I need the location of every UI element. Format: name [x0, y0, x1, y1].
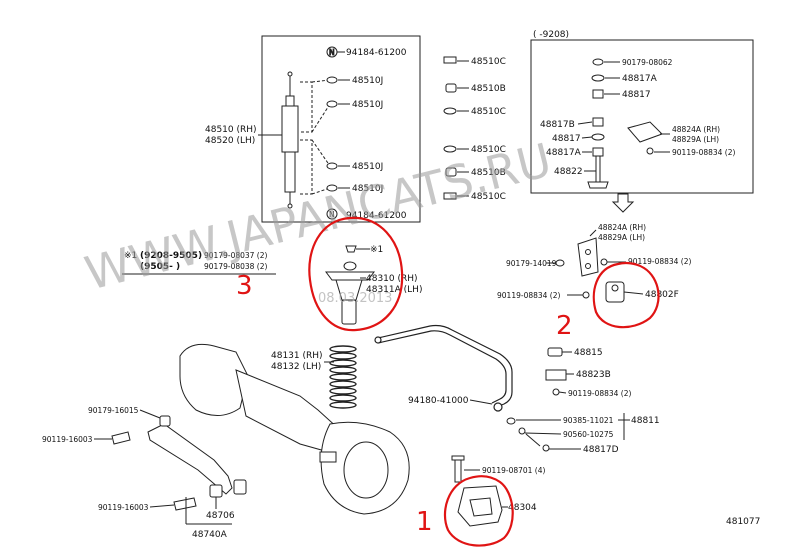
diagram-number: 481077: [726, 517, 760, 527]
label-90385-11021: 90385-11021: [563, 416, 614, 425]
label-48510b-2: 48510B: [471, 168, 506, 178]
label-48510c-2: 48510C: [471, 107, 506, 117]
label-48706: 48706: [206, 511, 235, 521]
label-48815: 48815: [574, 348, 603, 358]
label-48817b: 48817B: [540, 120, 575, 130]
bracket-drawing: [506, 237, 625, 452]
link-labels: 90179-08062 48817A 48817 48817B 48824A (…: [540, 58, 736, 177]
label-48829a-lh: 48829A (LH): [598, 233, 645, 242]
label-48817d: 48817D: [583, 445, 619, 455]
label-90119-08701: 90119-08701 (4): [482, 466, 546, 475]
label-90119-08834-c: 90119-08834 (2): [568, 389, 632, 398]
label-48310-rh: 48310 (RH): [366, 274, 418, 284]
annotation-1: 1: [416, 507, 433, 537]
circle-annotation-upper-support: [308, 216, 404, 332]
note-line1-range: (9208-9505): [140, 251, 202, 261]
label-48817-mid: 48817: [552, 134, 581, 144]
label-48510j-4: 48510J: [352, 184, 383, 194]
label-48510c-3: 48510C: [471, 145, 506, 155]
center-mark: ※1: [370, 245, 383, 255]
label-48822: 48822: [554, 167, 583, 177]
label-48817a-mid: 48817A: [546, 148, 582, 158]
bushing-column: [443, 56, 457, 200]
axle-housing-drawing: [179, 343, 410, 515]
label-48817-top: 48817: [622, 90, 651, 100]
label-90119-08834-b: 90119-08834 (2): [497, 291, 561, 300]
label-94184-61200-top: 94184-61200: [346, 48, 407, 58]
label-48824a-rh-top: 48824A (RH): [672, 125, 720, 134]
label-48132-lh: 48132 (LH): [271, 362, 321, 372]
label-48823b: 48823B: [576, 370, 611, 380]
right-box-date-range: ( -9208): [533, 30, 569, 40]
label-48304: 48304: [508, 503, 537, 513]
label-48131-rh: 48131 (RH): [271, 351, 323, 361]
label-48802f: 48802F: [645, 290, 679, 300]
label-48510c-1: 48510C: [471, 57, 506, 67]
label-48311a-lh: 48311A (LH): [366, 285, 422, 295]
label-90179-08062: 90179-08062: [622, 58, 673, 67]
label-48510-rh: 48510 (RH): [205, 125, 257, 135]
note-line2-part: 90179-08038 (2): [204, 262, 268, 271]
label-48510j-1: 48510J: [352, 76, 383, 86]
center-labels: ※1 48310 (RH) 48311A (LH) 48131 (RH) 481…: [271, 245, 422, 372]
annotation-2: 2: [556, 311, 573, 341]
circle-annotation-bump-stopper: [443, 475, 514, 547]
shock-absorber-drawing: [281, 71, 299, 209]
note-block: ※1 (9208-9505) 90179-08037 (2) (9505- ) …: [122, 251, 276, 275]
label-90560-10275: 90560-10275: [563, 430, 614, 439]
circle-annotation-bracket: [592, 261, 660, 329]
right-lower-labels: 48824A (RH) 48829A (LH) 90179-14019 9011…: [497, 223, 692, 455]
lateral-rod-drawing: [111, 415, 247, 511]
label-48740a: 48740A: [192, 530, 228, 540]
label-90119-16003-b: 90119-16003: [98, 503, 149, 512]
red-annotations: [308, 216, 660, 547]
label-48510b-1: 48510B: [471, 84, 506, 94]
svg-text:N: N: [329, 210, 335, 219]
note-line2-range: (9505- ): [140, 262, 180, 272]
shock-leaders: [300, 79, 331, 195]
date-stamp: 08.03.2013: [318, 291, 392, 306]
note-line1-mark: ※1: [124, 251, 137, 261]
label-90119-16003-a: 90119-16003: [42, 435, 93, 444]
hollow-arrow-icon: [611, 193, 635, 213]
bushing-labels: 48510C 48510B 48510C 48510C 48510B 48510…: [457, 57, 506, 202]
label-94184-61200-bottom: 94184-61200: [346, 211, 407, 221]
label-48824a-rh: 48824A (RH): [598, 223, 646, 232]
label-48811: 48811: [631, 416, 660, 426]
label-48510c-4: 48510C: [471, 192, 506, 202]
label-48829a-lh-top: 48829A (LH): [672, 135, 719, 144]
watermark: WWW.JAPANCATS.RU: [80, 133, 557, 301]
bolt-leader: [469, 399, 493, 405]
label-94180-41000: 94180-41000: [408, 396, 469, 406]
stabilizer-link-box: [530, 39, 754, 194]
coil-spring-drawing: [329, 345, 357, 409]
shock-absorber-box: [261, 35, 421, 223]
lower-left-labels: 90179-16015 90119-16003 90119-16003 4870…: [42, 406, 235, 540]
label-48510j-2: 48510J: [352, 100, 383, 110]
annotation-3: 3: [236, 271, 253, 301]
shock-labels: 94184-61200 48510J 48510J 48510 (RH) 485…: [205, 48, 407, 221]
label-48520-lh: 48520 (LH): [205, 136, 255, 146]
label-90179-14019: 90179-14019: [506, 259, 557, 268]
note-line1-part: 90179-08037 (2): [204, 251, 268, 260]
label-90179-16015: 90179-16015: [88, 406, 139, 415]
bump-labels: 90119-08701 (4) 48304: [464, 466, 546, 513]
svg-text:N: N: [329, 48, 335, 57]
label-48510j-3: 48510J: [352, 162, 383, 172]
label-48817a-top: 48817A: [622, 74, 658, 84]
shock-washers: N: [326, 46, 338, 192]
bump-stopper-drawing: [451, 455, 503, 527]
stabilizer-bar-drawing: [374, 324, 513, 412]
label-90119-08834-box: 90119-08834 (2): [672, 148, 736, 157]
label-90119-08834-a: 90119-08834 (2): [628, 257, 692, 266]
